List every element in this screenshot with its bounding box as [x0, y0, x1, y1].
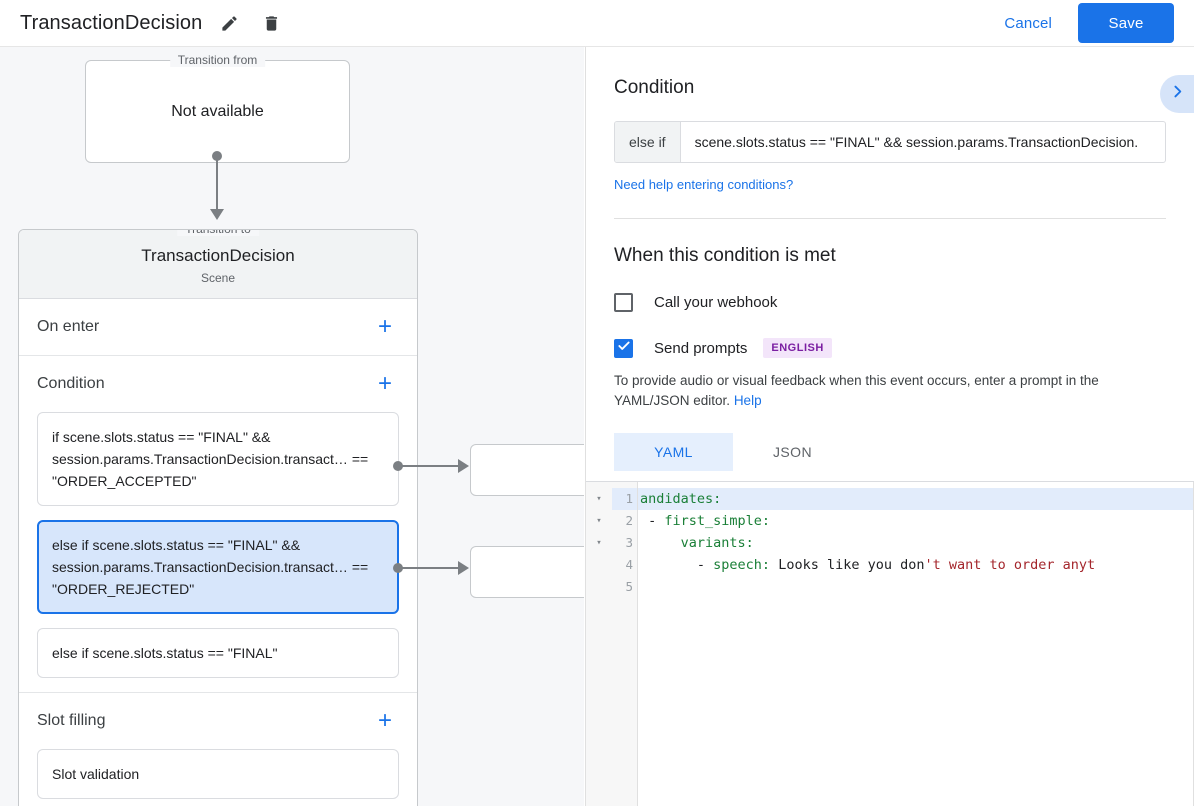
add-slot-filling-button[interactable]: +: [371, 707, 399, 735]
condition-heading: Condition: [614, 77, 695, 98]
condition-input-group[interactable]: else if: [614, 121, 1166, 163]
chevron-right-icon: [1169, 83, 1186, 105]
condition-prefix-label: else if: [615, 122, 681, 162]
transition-from-legend: Transition from: [169, 53, 266, 67]
prompts-help-link[interactable]: Help: [733, 393, 762, 408]
collapse-panel-button[interactable]: [1160, 75, 1194, 113]
tab-json[interactable]: JSON: [733, 433, 852, 471]
code-line-number: 3: [625, 535, 633, 550]
section-condition: Condition + if scene.slots.status == "FI…: [19, 356, 417, 693]
delete-button[interactable]: [256, 8, 286, 38]
code-token: first_simple:: [664, 513, 771, 529]
webhook-row[interactable]: Call your webhook: [614, 293, 1166, 312]
list-item[interactable]: Slot validation: [37, 749, 399, 799]
call-webhook-checkbox[interactable]: [614, 293, 633, 312]
code-line[interactable]: - speech: Looks like you don't want to o…: [638, 554, 1194, 576]
condition-list: if scene.slots.status == "FINAL" && sess…: [37, 412, 399, 692]
code-line[interactable]: - first_simple:: [638, 510, 1194, 532]
tab-yaml[interactable]: YAML: [614, 433, 733, 471]
code-editor[interactable]: ▾ ▾ ▾ 1 2 3 4 5 andidates: - first_simple: var…: [586, 481, 1194, 806]
code-text-area[interactable]: andidates: - first_simple: variants: - s…: [638, 482, 1194, 806]
condition-input[interactable]: [680, 122, 1165, 162]
section-on-enter: On enter +: [19, 299, 417, 356]
when-condition-met-section: When this condition is met Call your web…: [586, 219, 1194, 471]
page-title: TransactionDecision: [20, 11, 203, 34]
transition-target-stub-2[interactable]: [470, 546, 584, 598]
transition-from-card[interactable]: Transition from Not available: [85, 53, 350, 163]
transition-to-legend: Transition to: [177, 230, 259, 236]
code-fold-marker[interactable]: ▾: [596, 516, 602, 526]
code-line-number: 5: [625, 579, 633, 594]
connector-arrow-condition-1: [458, 459, 469, 473]
top-app-bar: TransactionDecision Cancel Save: [0, 0, 1194, 47]
panel-divider: [614, 218, 1166, 219]
list-item[interactable]: else if scene.slots.status == "FINAL": [37, 628, 399, 678]
editor-format-tabs: YAML JSON: [614, 433, 1166, 471]
condition-details-panel: Condition else if Need help entering con…: [585, 47, 1194, 806]
connector-line-vertical: [216, 156, 218, 212]
condition-section: Condition else if Need help entering con…: [586, 47, 1194, 219]
transition-target-stub-1[interactable]: [470, 444, 584, 496]
code-line[interactable]: [638, 576, 1194, 598]
section-title-on-enter: On enter: [37, 318, 100, 335]
code-token: -: [640, 513, 665, 529]
code-line[interactable]: andidates:: [638, 488, 1194, 510]
prompts-hint-body: To provide audio or visual feedback when…: [614, 373, 1099, 408]
code-fold-marker[interactable]: ▾: [596, 494, 602, 504]
code-token: speech:: [713, 557, 771, 573]
list-item[interactable]: if scene.slots.status == "FINAL" && sess…: [37, 412, 399, 506]
scene-card-header[interactable]: TransactionDecision Scene: [19, 230, 417, 299]
add-on-enter-button[interactable]: +: [371, 313, 399, 341]
cancel-button[interactable]: Cancel: [990, 7, 1066, 40]
code-fold-marker: [586, 554, 612, 576]
code-fold-marker: [586, 576, 612, 598]
section-header-slot-filling: Slot filling +: [37, 693, 399, 749]
section-title-slot-filling: Slot filling: [37, 712, 106, 729]
code-line-number: 2: [625, 513, 633, 528]
code-token: Looks like you don: [770, 557, 925, 573]
scene-card[interactable]: Transition to TransactionDecision Scene …: [18, 229, 418, 806]
code-token: 't want to order anyt: [924, 557, 1096, 573]
section-header-on-enter: On enter +: [37, 299, 399, 355]
code-token: [640, 535, 681, 551]
when-condition-met-heading: When this condition is met: [614, 245, 836, 266]
slot-filling-list: Slot validation: [37, 749, 399, 806]
list-item[interactable]: else if scene.slots.status == "FINAL" &&…: [37, 520, 399, 614]
connector-line-condition-1: [398, 465, 460, 467]
section-slot-filling: Slot filling + Slot validation: [19, 693, 417, 806]
save-button[interactable]: Save: [1078, 3, 1174, 43]
connector-line-condition-2: [398, 567, 460, 569]
flow-canvas[interactable]: Transition from Not available Transition…: [0, 47, 584, 806]
section-header-condition: Condition +: [37, 356, 399, 412]
code-line-number: 4: [625, 557, 633, 572]
edit-title-button[interactable]: [214, 8, 244, 38]
code-fold-marker[interactable]: ▾: [596, 538, 602, 548]
code-line-number-gutter: 1 2 3 4 5: [612, 482, 638, 806]
code-token: andidates:: [640, 491, 722, 507]
code-token: variants:: [680, 535, 754, 551]
call-webhook-label: Call your webhook: [654, 294, 778, 311]
add-condition-button[interactable]: +: [371, 370, 399, 398]
scene-name: TransactionDecision: [141, 246, 295, 265]
send-prompts-label: Send prompts: [654, 339, 748, 357]
trash-icon: [262, 14, 281, 33]
pencil-icon: [220, 14, 239, 33]
prompts-hint-text: To provide audio or visual feedback when…: [614, 371, 1166, 411]
condition-help-link[interactable]: Need help entering conditions?: [614, 177, 794, 192]
send-prompts-checkbox[interactable]: [614, 338, 633, 358]
connector-arrow-condition-2: [458, 561, 469, 575]
scene-type: Scene: [200, 271, 236, 285]
check-icon: [617, 339, 631, 358]
send-prompts-row[interactable]: Send prompts ENGLISH: [614, 338, 1166, 358]
language-badge: ENGLISH: [763, 338, 832, 358]
section-title-condition: Condition: [37, 375, 105, 392]
connector-arrow-down: [210, 209, 224, 220]
code-fold-gutter[interactable]: ▾ ▾ ▾: [586, 482, 612, 806]
code-line[interactable]: variants:: [638, 532, 1194, 554]
code-token: -: [640, 557, 714, 573]
transition-from-value: Not available: [171, 102, 264, 120]
code-line-number: 1: [612, 488, 637, 510]
